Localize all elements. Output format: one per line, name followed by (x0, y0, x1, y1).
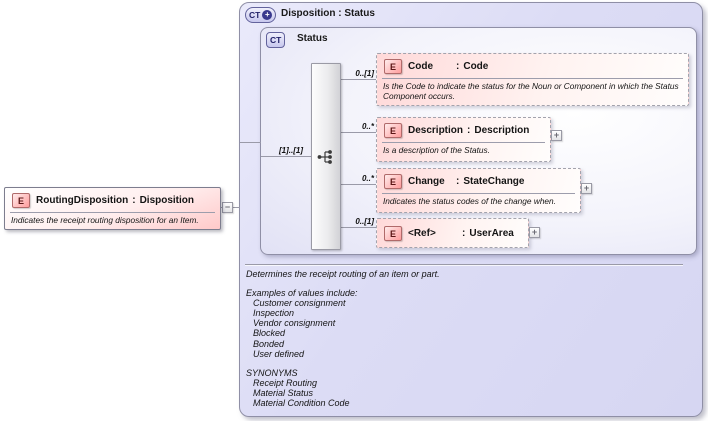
collapse-button[interactable]: − (222, 202, 233, 213)
connector-line (261, 156, 311, 157)
element-header: E <Ref> : UserArea (377, 219, 528, 244)
element-box-code[interactable]: E Code : Code Is the Code to indicate th… (376, 53, 689, 106)
element-title: Code : Code (408, 61, 488, 72)
outer-box-title: Disposition : Status (281, 8, 375, 19)
cardinality-label: 0..[1] (355, 69, 374, 78)
element-name: Description (408, 125, 464, 136)
ct-icon[interactable]: CT (266, 32, 286, 48)
divider (10, 212, 215, 213)
ct-plus-icon[interactable]: CT + (245, 7, 277, 23)
doc-example-item: Bonded (253, 338, 285, 349)
element-box-ref[interactable]: E <Ref> : UserArea (376, 218, 529, 248)
element-header: E Description : Description (377, 118, 550, 141)
divider (382, 78, 683, 79)
element-title: <Ref> : UserArea (408, 228, 514, 239)
doc-synonyms-header: SYNONYMS (246, 367, 298, 378)
doc-example-item: Inspection (253, 308, 295, 319)
element-header: E Code : Code (377, 54, 688, 77)
doc-example-item: Vendor consignment (253, 318, 336, 329)
element-box-description[interactable]: E Description : Description Is a descrip… (376, 117, 551, 162)
connector-line (339, 132, 376, 133)
doc-example-item: User defined (253, 348, 305, 359)
colon: : (132, 195, 136, 206)
element-title: RoutingDisposition : Disposition (36, 195, 194, 206)
documentation: Determines the receipt routing of an ite… (246, 269, 692, 408)
doc-synonym-item: Receipt Routing (253, 377, 318, 388)
element-box-routingdisposition[interactable]: E RoutingDisposition : Disposition Indic… (4, 187, 221, 230)
element-annotation: Indicates the receipt routing dispositio… (11, 215, 199, 225)
divider (382, 142, 545, 143)
colon: : (456, 61, 460, 72)
element-icon: E (12, 193, 30, 208)
expand-button[interactable]: + (529, 227, 540, 238)
cardinality-label: 0..[1] (355, 217, 374, 226)
element-annotation: Indicates the status codes of the change… (383, 196, 556, 206)
cardinality-label: 0..* (361, 174, 374, 183)
ct-label: CT (249, 10, 261, 20)
colon: : (467, 125, 471, 136)
doc-example-item: Customer consignment (253, 298, 346, 309)
element-annotation: Is the Code to indicate the status for t… (383, 81, 679, 101)
element-type: StateChange (463, 176, 525, 187)
element-title: Description : Description (408, 125, 529, 136)
connector-line (339, 184, 376, 185)
cardinality-label: 0..* (361, 122, 374, 131)
colon: : (462, 228, 466, 239)
divider (245, 264, 683, 265)
sequence-compositor[interactable] (311, 63, 341, 250)
element-name: RoutingDisposition (36, 195, 129, 206)
element-name: Change (408, 176, 445, 187)
element-header: E Change : StateChange (377, 169, 580, 192)
doc-example-item: Blocked (253, 328, 286, 339)
element-type: UserArea (469, 228, 514, 239)
element-name: <Ref> (408, 228, 436, 239)
element-icon: E (384, 59, 402, 74)
doc-synonym-item: Material Status (253, 387, 314, 398)
ct-label: CT (270, 35, 282, 45)
element-header: E RoutingDisposition : Disposition (5, 188, 220, 211)
colon: : (456, 176, 460, 187)
element-title: Change : StateChange (408, 176, 524, 187)
element-type: Disposition (139, 195, 195, 206)
divider (382, 193, 575, 194)
connector-line (240, 142, 261, 143)
inner-box-title: Status (297, 33, 328, 44)
plus-circle-icon: + (262, 10, 273, 20)
element-type: Description (474, 125, 530, 136)
expand-button[interactable]: + (581, 183, 592, 194)
element-icon: E (384, 174, 402, 189)
cardinality-label: [1]..[1] (279, 146, 303, 155)
doc-synonym-item: Material Condition Code (253, 398, 350, 409)
doc-description: Determines the receipt routing of an ite… (246, 269, 440, 279)
sequence-icon (317, 149, 332, 164)
element-box-change[interactable]: E Change : StateChange Indicates the sta… (376, 168, 581, 213)
connector-line (339, 79, 376, 80)
element-type: Code (463, 61, 489, 72)
element-annotation: Is a description of the Status. (383, 145, 490, 155)
element-name: Code (408, 61, 433, 72)
element-icon: E (384, 123, 402, 138)
element-icon: E (384, 226, 402, 241)
doc-examples-header: Examples of values include: (246, 288, 358, 299)
connector-line (339, 227, 376, 228)
expand-button[interactable]: + (551, 130, 562, 141)
